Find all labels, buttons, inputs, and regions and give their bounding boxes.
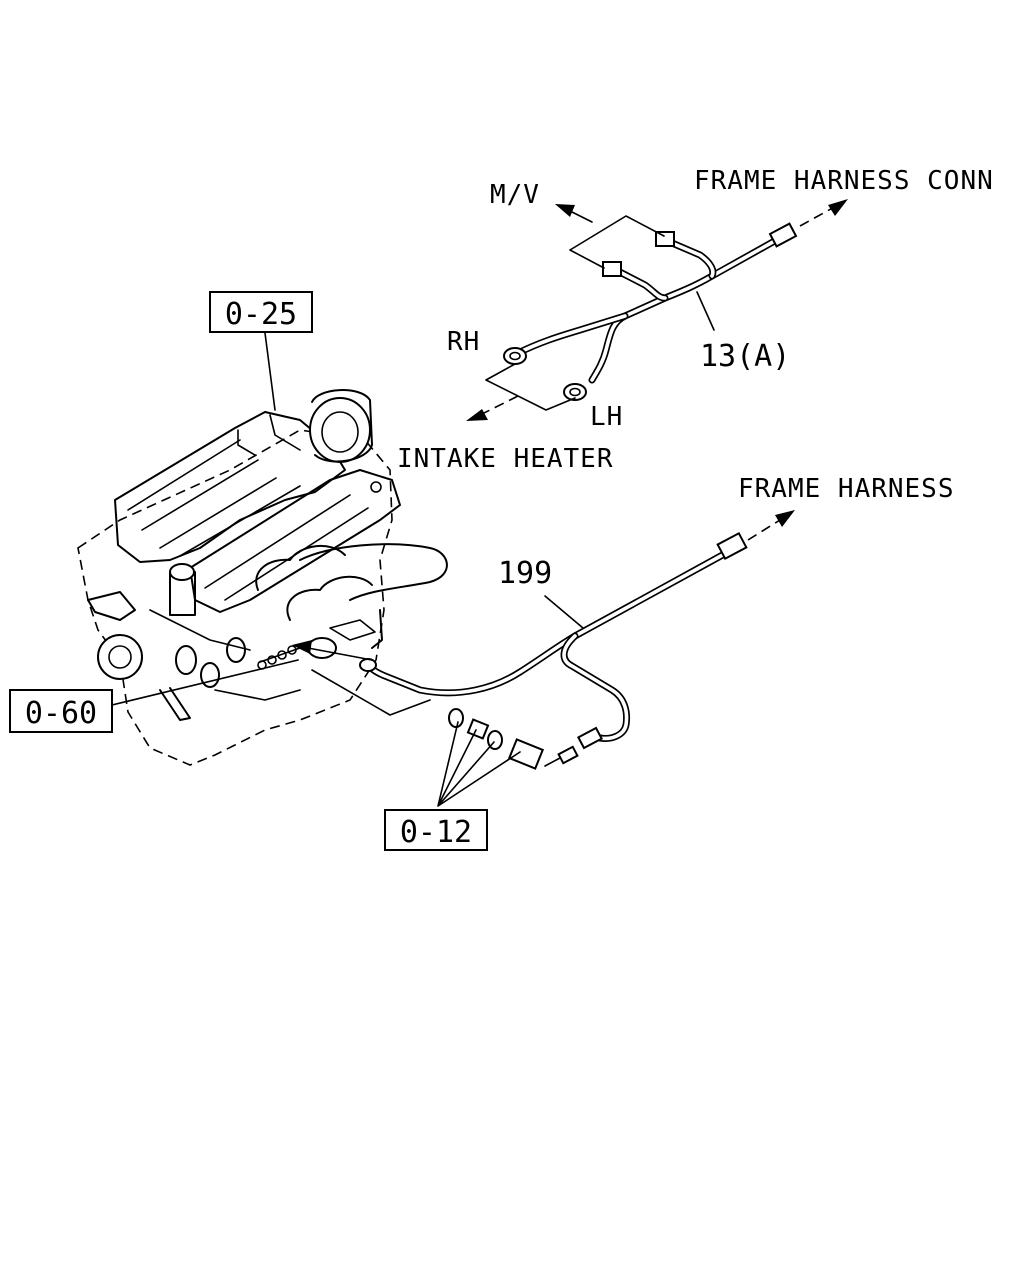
arrow-icon [555,204,593,223]
connector-icon [716,531,748,561]
callout-012-text: 0-12 [400,815,472,850]
harness-199 [364,548,732,742]
connector-icon [602,261,622,277]
leader-199 [544,595,584,629]
label-frame-harness-conn: FRAME HARNESS CONN [694,166,994,196]
arrow-icon [747,510,795,541]
callout-012: 0-12 [384,809,488,851]
ring-terminal-rh-icon [503,347,527,365]
label-frame-harness: FRAME HARNESS [738,474,955,504]
connector-icon [768,222,798,248]
arrow-icon [292,640,373,661]
label-199: 199 [498,556,552,591]
ring-terminal-lh-icon [563,383,587,401]
sensor-icon [507,738,545,770]
sensor-connector-icon [577,726,603,750]
label-mv: M/V [490,180,540,210]
sensor-bracket [311,669,431,716]
engine-block [77,389,448,766]
callout-060-text: 0-60 [25,696,97,731]
callout-025: 0-25 [209,291,313,333]
label-intake-heater: INTAKE HEATER [397,444,614,474]
arrow-icon [799,199,848,227]
label-13a: 13(A) [700,339,790,374]
callout-060: 0-60 [9,689,113,733]
leader-13a [696,291,715,331]
mv-bracket [569,215,665,269]
leader-025 [264,332,276,411]
leader-060 [111,659,299,706]
leader-012 [437,721,521,807]
label-rh: RH [447,327,480,357]
connector-icon [655,231,675,247]
clip-icon [359,658,377,672]
sensor-connector-icon [557,745,579,765]
label-lh: LH [590,402,623,432]
arrow-icon [466,395,519,421]
callout-025-text: 0-25 [225,297,297,332]
intake-heater-bracket [485,363,576,411]
adapter-icon [466,718,490,740]
washer-icon [448,708,464,728]
